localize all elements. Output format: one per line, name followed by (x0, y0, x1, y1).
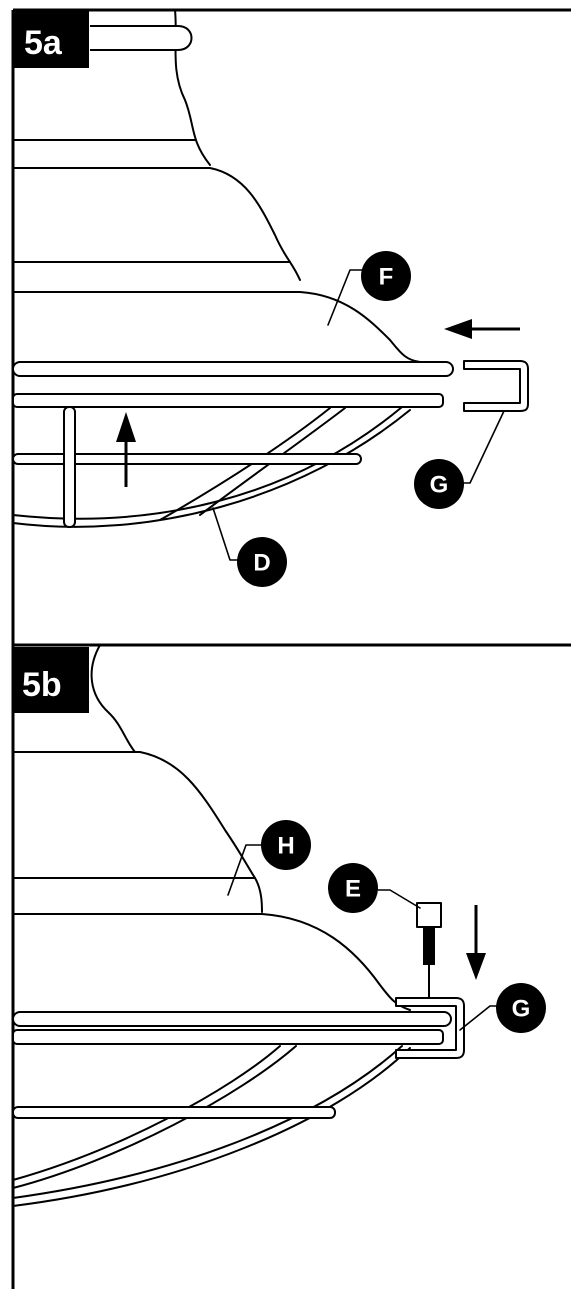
panel-tag-5a: 5a (13, 10, 89, 68)
callout-F-label: F (379, 264, 394, 291)
callout-G-top-label: G (430, 472, 449, 499)
panel-5a: F G D 5a (12, 9, 529, 587)
guard-rim-b (12, 1029, 444, 1045)
callout-F: F (361, 251, 411, 301)
panel-5b: H E G 5b (12, 644, 546, 1207)
callout-E: E (328, 863, 378, 913)
shade-tier-b2 (12, 877, 263, 913)
callout-D-label: D (253, 550, 270, 577)
cage-bar-b2 (12, 1045, 297, 1189)
arrow-left-icon (444, 319, 520, 339)
shade-tier-1 (12, 139, 301, 281)
shade-tier-b3 (12, 913, 411, 1011)
cage-post (63, 406, 76, 528)
callout-E-label: E (345, 876, 361, 903)
cage-ring (12, 453, 362, 465)
arrow-up-icon (116, 412, 136, 487)
callout-G-bottom: G (496, 983, 546, 1033)
shade-rim (12, 361, 454, 377)
shade-tier-2 (12, 261, 421, 363)
cage-guard-b-inner (12, 1047, 411, 1207)
fixture-stem-b (90, 644, 136, 753)
screw-icon (416, 902, 442, 998)
leader-E (374, 889, 421, 909)
cage-guard-b (12, 1045, 403, 1199)
panel-tag-5b: 5b (13, 647, 89, 713)
arrow-down-icon (466, 905, 486, 980)
bracket-clip-icon (463, 360, 529, 412)
cage-ring-b (12, 1106, 336, 1119)
callout-G-bottom-label: G (512, 996, 531, 1023)
finial-knob (90, 25, 193, 51)
panel-label-5a: 5a (24, 24, 63, 62)
shade-tier-b1 (12, 751, 256, 879)
panel-label-5b: 5b (22, 666, 62, 704)
callout-H-label: H (277, 833, 294, 860)
guard-rim (12, 393, 444, 408)
bracket-clip-installed-icon (395, 997, 465, 1059)
callout-D: D (237, 537, 287, 587)
callout-G-top: G (414, 459, 464, 509)
shade-rim-b (12, 1011, 452, 1027)
callout-H: H (261, 820, 311, 870)
